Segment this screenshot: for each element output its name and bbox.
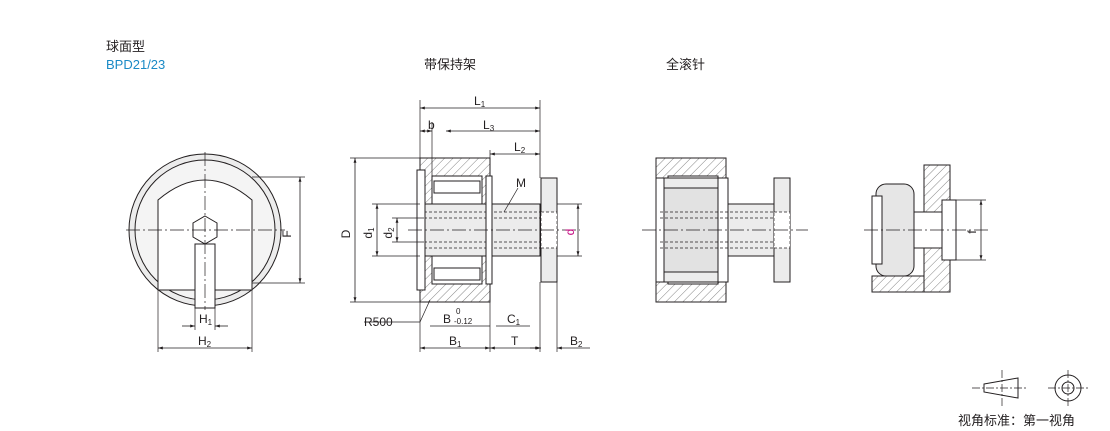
first-angle-projection-icon [972,370,1088,406]
label-B1: B1 [449,334,462,349]
end-view [126,152,305,352]
label-R500: R500 [364,315,393,329]
label-F: F [280,230,294,237]
full-complement-section [642,157,808,303]
label-L2: L2 [514,140,526,155]
label-B2: B2 [570,334,583,349]
label-L1: L1 [474,94,486,109]
model-code: BPD21/23 [106,57,166,72]
projection-standard-label: 视角标准：第一视角 [958,413,1076,428]
label-M: M [516,176,526,190]
label-B: B [443,312,451,326]
label-C1: C1 [507,312,521,327]
label-B-tol-upper: 0 [456,307,461,316]
label-D: D [339,229,353,238]
cage-section [350,100,590,352]
title-full-complement: 全滚针 [666,57,706,72]
label-f: f [965,230,979,234]
label-L3: L3 [483,118,495,133]
mounted-view [864,164,990,293]
label-B-tol-lower: -0.12 [454,317,473,326]
label-d1: d1 [361,227,376,239]
title-spherical: 球面型 [106,39,146,54]
label-b: b [428,118,435,132]
label-T: T [511,334,519,348]
label-H1: H1 [199,312,213,327]
title-cage: 带保持架 [424,57,477,72]
label-d2: d2 [381,227,396,239]
label-d: d [563,229,577,236]
label-H2: H2 [198,334,212,349]
